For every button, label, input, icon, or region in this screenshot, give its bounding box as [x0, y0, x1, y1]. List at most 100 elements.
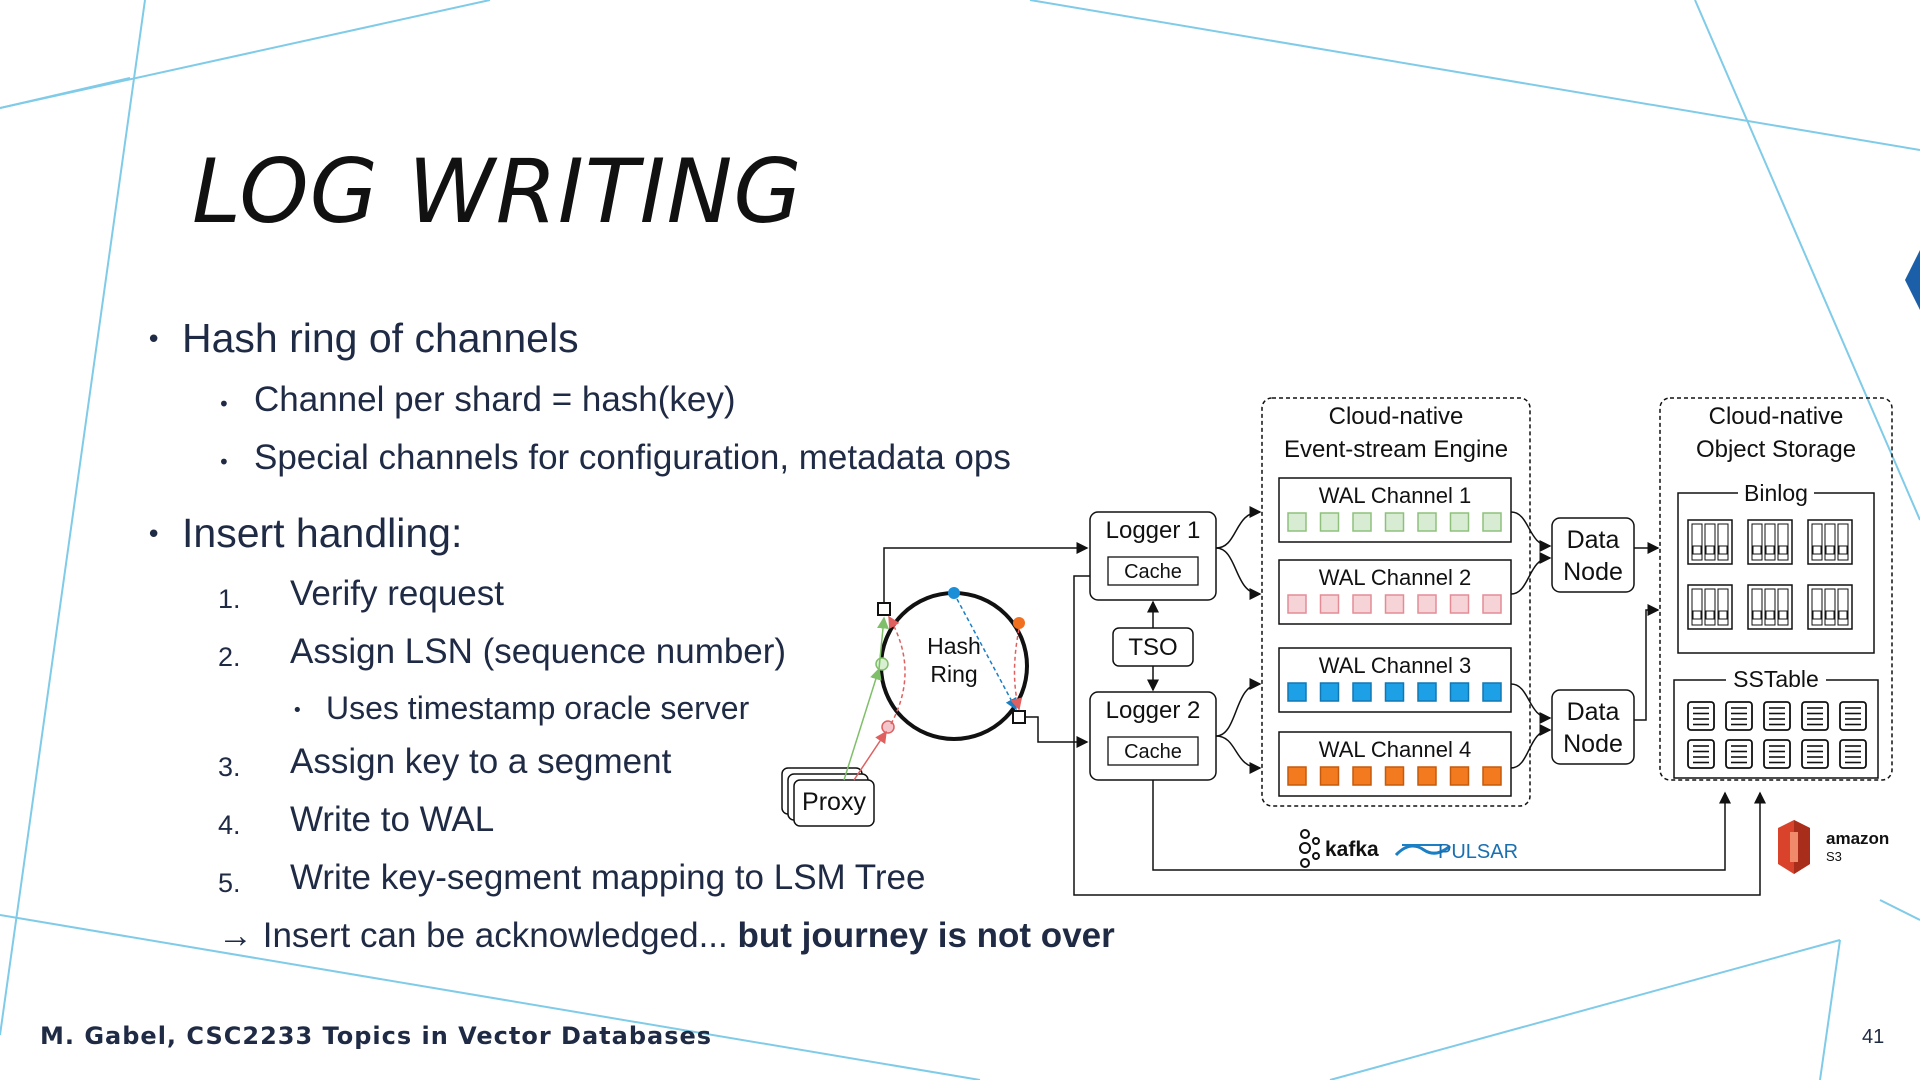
data-node-1-label-1: Data	[1567, 526, 1620, 554]
wal-entry-square	[1449, 512, 1470, 532]
logger-1-label: Logger 1	[1106, 517, 1201, 544]
wal-entry-square	[1319, 594, 1340, 614]
wal-entry-square	[1287, 766, 1307, 786]
sstable-file-icon	[1687, 701, 1715, 731]
wal-entry-square	[1319, 512, 1340, 532]
step-number: 5.	[218, 868, 241, 898]
wal-channel-2-label: WAL Channel 2	[1319, 565, 1471, 590]
s3-text: S3	[1826, 849, 1842, 864]
object-storage-title-1: Cloud-native	[1709, 403, 1844, 430]
wal-channel-3: WAL Channel 3	[1278, 647, 1512, 713]
architecture-diagram: Proxy Hash Ring Logger 1 Cache TSO Lo	[781, 397, 1893, 896]
step-number: 3.	[218, 752, 241, 782]
binlog-file-icon	[1747, 584, 1793, 630]
proxy-node: Proxy	[781, 767, 875, 827]
data-node-2-label-2: Node	[1563, 730, 1623, 758]
bullet-dot: •	[146, 325, 162, 355]
tso-node: TSO	[1112, 627, 1194, 667]
binlog-file-icon	[1747, 519, 1793, 565]
logger-2-label: Logger 2	[1106, 697, 1201, 724]
slide-footer: M. Gabel, CSC2233 Topics in Vector Datab…	[40, 1022, 713, 1050]
step-number: 2.	[218, 642, 241, 672]
sstable-file-icon	[1801, 739, 1829, 769]
step-assign-key: Assign key to a segment	[290, 742, 672, 781]
wal-channel-1: WAL Channel 1	[1278, 477, 1512, 543]
step-write-mapping: Write key-segment mapping to LSM Tree	[290, 858, 926, 897]
page-number: 41	[1862, 1026, 1885, 1048]
wal-entry-square	[1449, 766, 1470, 786]
binlog-file-icon	[1807, 519, 1853, 565]
object-storage: Cloud-native Object Storage	[1659, 397, 1893, 781]
pulsar-text: PULSAR	[1438, 841, 1518, 863]
wal-entry-square	[1319, 682, 1340, 702]
hash-ring: Hash Ring	[843, 587, 1029, 781]
sstable-file-icon	[1687, 739, 1715, 769]
wal-entry-square	[1417, 594, 1437, 614]
sstable-label: SSTable	[1733, 666, 1819, 692]
pulsar-logo: PULSAR	[1394, 841, 1518, 863]
kafka-logo: kafka	[1299, 829, 1379, 868]
logger-2: Logger 2 Cache	[1089, 691, 1217, 781]
bullet-channel-per-shard: Channel per shard = hash(key)	[254, 380, 736, 419]
sstable-file-icon	[1725, 739, 1753, 769]
data-node-2-label-1: Data	[1567, 698, 1620, 726]
sstable-file-icon	[1763, 701, 1791, 731]
wal-entry-square	[1384, 766, 1405, 786]
bullet-dot: •	[292, 700, 303, 721]
step-verify-request: Verify request	[290, 574, 504, 613]
bullet-insert-handling: Insert handling:	[182, 510, 463, 556]
binlog-label: Binlog	[1744, 480, 1808, 506]
wal-entry-square	[1384, 512, 1405, 532]
sstable-file-icon	[1839, 739, 1867, 769]
event-stream-title-2: Event-stream Engine	[1284, 436, 1508, 463]
object-storage-title-2: Object Storage	[1696, 436, 1856, 463]
wal-entry-square	[1482, 594, 1502, 614]
binlog-file-icon	[1687, 584, 1733, 630]
sstable-file-icon	[1839, 701, 1867, 731]
bullet-dot: •	[146, 520, 162, 550]
wal-entry-square	[1417, 512, 1437, 532]
slide-title: LOG WRITING	[192, 140, 803, 243]
event-stream-title-1: Cloud-native	[1329, 403, 1464, 430]
wal-entry-square	[1482, 512, 1502, 532]
wal-entry-square	[1417, 682, 1437, 702]
logger-1: Logger 1 Cache	[1089, 511, 1217, 601]
wal-entry-square	[1482, 766, 1502, 786]
conclusion-line: → Insert can be acknowledged... but jour…	[218, 916, 1115, 956]
bullet-dot: •	[218, 392, 230, 416]
wal-entry-square	[1417, 766, 1437, 786]
sstable-box: SSTable	[1673, 666, 1879, 779]
step-number: 1.	[218, 584, 241, 614]
sstable-file-icon	[1763, 739, 1791, 769]
bullet-hash-ring: Hash ring of channels	[182, 315, 579, 361]
hash-ring-label-2: Ring	[930, 661, 977, 687]
bullet-special-channels: Special channels for configuration, meta…	[254, 438, 1011, 477]
binlog-box: Binlog	[1677, 480, 1875, 654]
proxy-label: Proxy	[802, 788, 866, 816]
wal-channel-4-label: WAL Channel 4	[1319, 737, 1471, 762]
wal-channel-3-label: WAL Channel 3	[1319, 653, 1471, 678]
step-timestamp-oracle: Uses timestamp oracle server	[326, 690, 750, 726]
event-stream-engine: Cloud-native Event-stream Engine	[1261, 397, 1531, 807]
bullet-dot: •	[218, 450, 230, 474]
wal-entry-square	[1449, 594, 1470, 614]
tso-label: TSO	[1128, 634, 1177, 661]
step-assign-lsn: Assign LSN (sequence number)	[290, 632, 787, 671]
binlog-file-icon	[1687, 519, 1733, 565]
conclusion-bold-text: but journey is not over	[737, 916, 1115, 955]
wal-entry-square	[1287, 512, 1307, 532]
wal-channel-4: WAL Channel 4	[1278, 731, 1512, 797]
wal-entry-square	[1352, 594, 1372, 614]
data-node-2: Data Node	[1551, 689, 1635, 765]
data-node-1-label-2: Node	[1563, 558, 1623, 586]
wal-entry-square	[1384, 594, 1405, 614]
sstable-file-icon	[1725, 701, 1753, 731]
wal-entry-square	[1287, 682, 1307, 702]
wal-entry-square	[1352, 682, 1372, 702]
wal-entry-square	[1482, 682, 1502, 702]
amazon-s3-logo: amazon S3	[1778, 820, 1889, 874]
hash-ring-label-1: Hash	[927, 633, 981, 659]
wal-entry-square	[1352, 766, 1372, 786]
logger-1-cache: Cache	[1124, 561, 1182, 583]
